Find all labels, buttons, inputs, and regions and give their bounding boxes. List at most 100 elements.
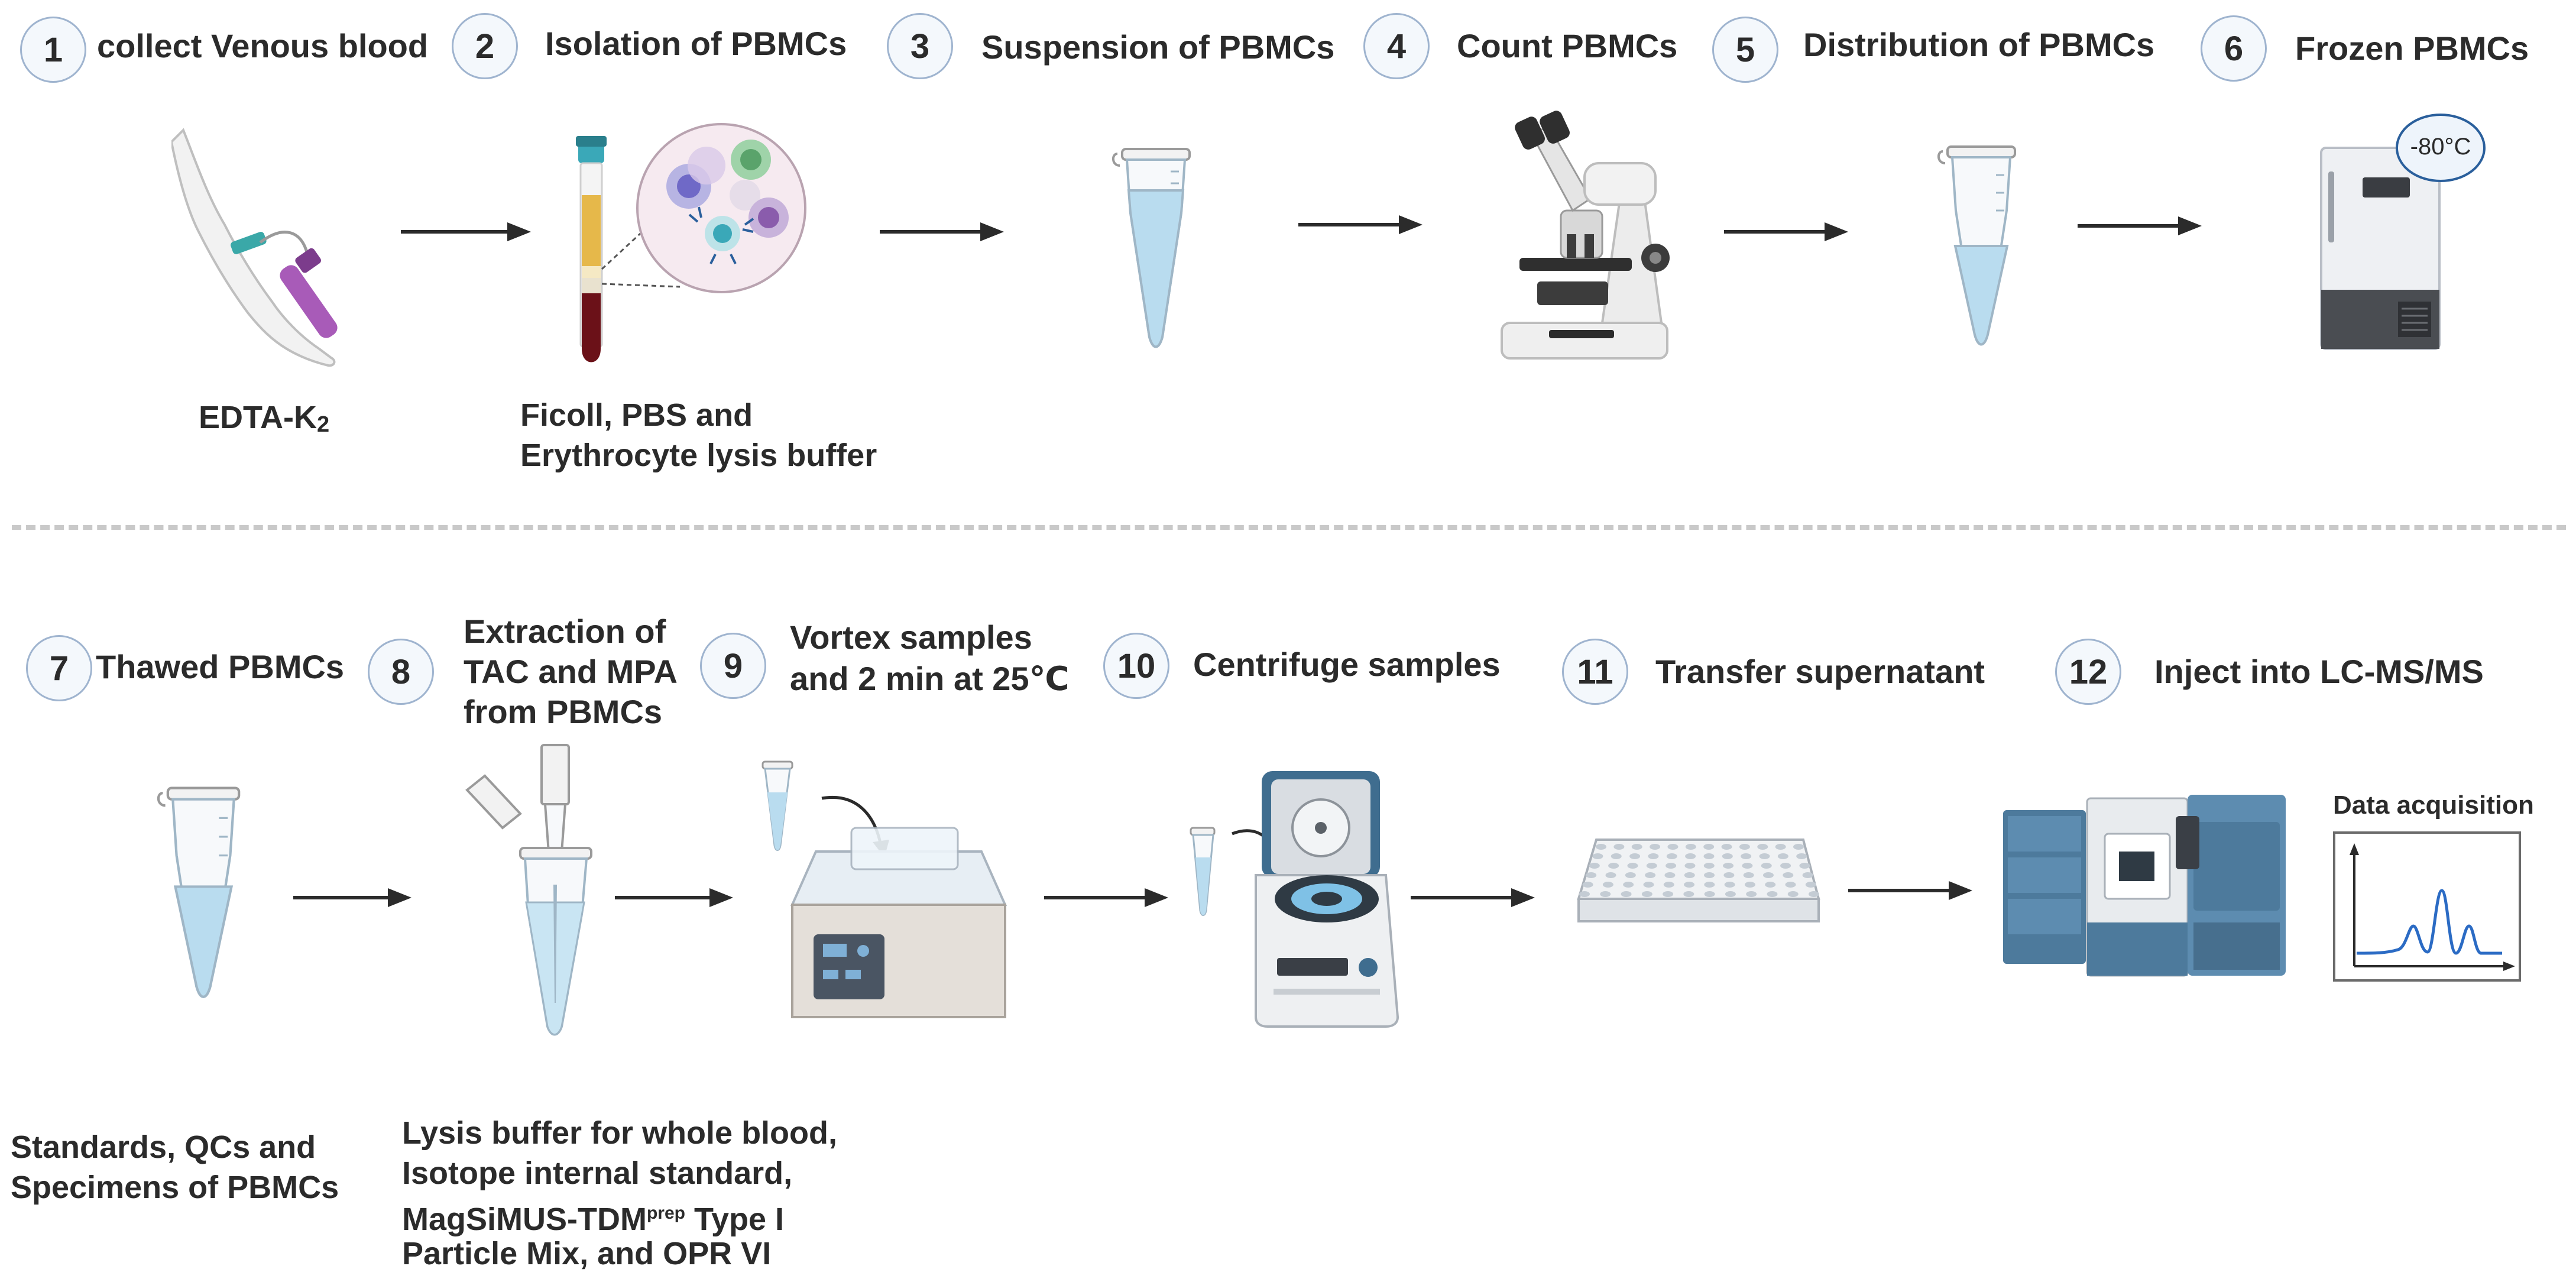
arrow-11-to-12	[1848, 881, 1972, 900]
well	[1641, 891, 1652, 897]
well	[1809, 891, 1819, 897]
well	[1589, 863, 1600, 869]
well	[1765, 882, 1776, 888]
well	[1762, 872, 1774, 878]
step-10-title: Centrifuge samples	[1193, 646, 1501, 683]
well	[1646, 863, 1657, 869]
step-12-badge: 12	[2055, 639, 2121, 705]
well	[1683, 891, 1694, 897]
arrow-7-to-8	[293, 888, 411, 907]
suspension-tube-icon	[1112, 148, 1191, 348]
well	[1780, 863, 1791, 869]
arrow-4-to-5	[1724, 222, 1848, 241]
well	[1596, 844, 1606, 850]
well	[1667, 844, 1679, 850]
well	[1625, 872, 1636, 878]
step-2-title: Isolation of PBMCs	[545, 25, 847, 62]
centrifuge-icon	[1190, 771, 1399, 1028]
step-11-title: Transfer supernatant	[1655, 653, 1985, 690]
well	[1685, 844, 1696, 850]
data-acquisition-title: Data acquisition	[2333, 791, 2534, 820]
well	[1787, 891, 1799, 897]
well	[1723, 863, 1734, 869]
step-4-badge: 4	[1363, 13, 1430, 79]
step-4-title: Count PBMCs	[1457, 27, 1678, 64]
well	[1663, 891, 1674, 897]
well	[1586, 872, 1597, 878]
arrow-2-to-3	[880, 222, 1004, 241]
step-3-title: Suspension of PBMCs	[981, 28, 1335, 66]
well	[1684, 882, 1695, 888]
well	[1611, 853, 1622, 859]
well	[1643, 882, 1654, 888]
well	[1579, 891, 1590, 897]
well	[1793, 844, 1804, 850]
well	[1744, 882, 1755, 888]
ficoll-label-line2: Erythrocyte lysis buffer	[520, 438, 877, 473]
standards-label-line2: Specimens of PBMCs	[11, 1170, 339, 1205]
freezer-icon	[2320, 147, 2441, 350]
step-1-badge: 1	[20, 17, 86, 83]
arrow-10-to-11	[1411, 888, 1535, 907]
well	[1761, 863, 1772, 869]
lysis-label-line1: Lysis buffer for whole blood,	[402, 1115, 838, 1151]
well	[1592, 853, 1603, 859]
well	[1742, 863, 1753, 869]
well	[1648, 853, 1659, 859]
well	[1645, 872, 1656, 878]
distribution-tube-icon	[1937, 145, 2016, 346]
row-divider	[12, 525, 2566, 530]
well	[1704, 891, 1715, 897]
well	[1743, 872, 1754, 878]
well	[1602, 882, 1613, 888]
step-9-title-line1: Vortex samples	[790, 619, 1032, 656]
step-8-title-line1: Extraction of	[464, 613, 666, 650]
well	[1627, 863, 1638, 869]
well	[1746, 891, 1757, 897]
well	[1582, 882, 1593, 888]
well	[1724, 882, 1735, 888]
chromatogram-icon	[2333, 831, 2521, 982]
step-8-badge: 8	[368, 639, 434, 705]
well	[1650, 844, 1661, 850]
well	[1704, 872, 1715, 878]
well	[1757, 844, 1768, 850]
well	[1631, 844, 1642, 850]
well	[1703, 863, 1715, 869]
well	[1802, 872, 1813, 878]
well	[1703, 844, 1715, 850]
well	[1796, 853, 1807, 859]
well	[1723, 872, 1735, 878]
arrow-9-to-10	[1044, 888, 1168, 907]
well	[1605, 872, 1616, 878]
extraction-pipette-tube-icon	[465, 744, 592, 1036]
well	[1703, 853, 1715, 859]
ficoll-label-line1: Ficoll, PBS and	[520, 397, 753, 433]
well	[1783, 872, 1794, 878]
well	[1722, 853, 1733, 859]
step-10-badge: 10	[1103, 633, 1169, 699]
well	[1704, 882, 1715, 888]
well	[1777, 853, 1788, 859]
well	[1799, 863, 1810, 869]
step-7-title: Thawed PBMCs	[96, 648, 345, 685]
well	[1775, 844, 1786, 850]
well	[1725, 891, 1736, 897]
well	[1684, 863, 1696, 869]
well	[1739, 844, 1750, 850]
ficoll-tube-icon	[576, 123, 806, 362]
step-7-badge: 7	[26, 635, 92, 701]
well-plate-icon	[1577, 839, 1820, 922]
arm-blood-draw-icon	[171, 128, 338, 367]
arrow-5-to-6	[2078, 216, 2202, 235]
arrow-3-to-4	[1298, 215, 1423, 234]
edta-label: EDTA-K2	[199, 400, 330, 437]
well	[1685, 853, 1696, 859]
step-9-title-line2: and 2 min at 25℃	[790, 660, 1070, 697]
step-8-title-line2: TAC and MPA	[464, 653, 678, 690]
step-8-title-line3: from PBMCs	[464, 693, 663, 730]
step-6-title: Frozen PBMCs	[2295, 30, 2529, 67]
well	[1684, 872, 1695, 878]
well	[1663, 882, 1674, 888]
